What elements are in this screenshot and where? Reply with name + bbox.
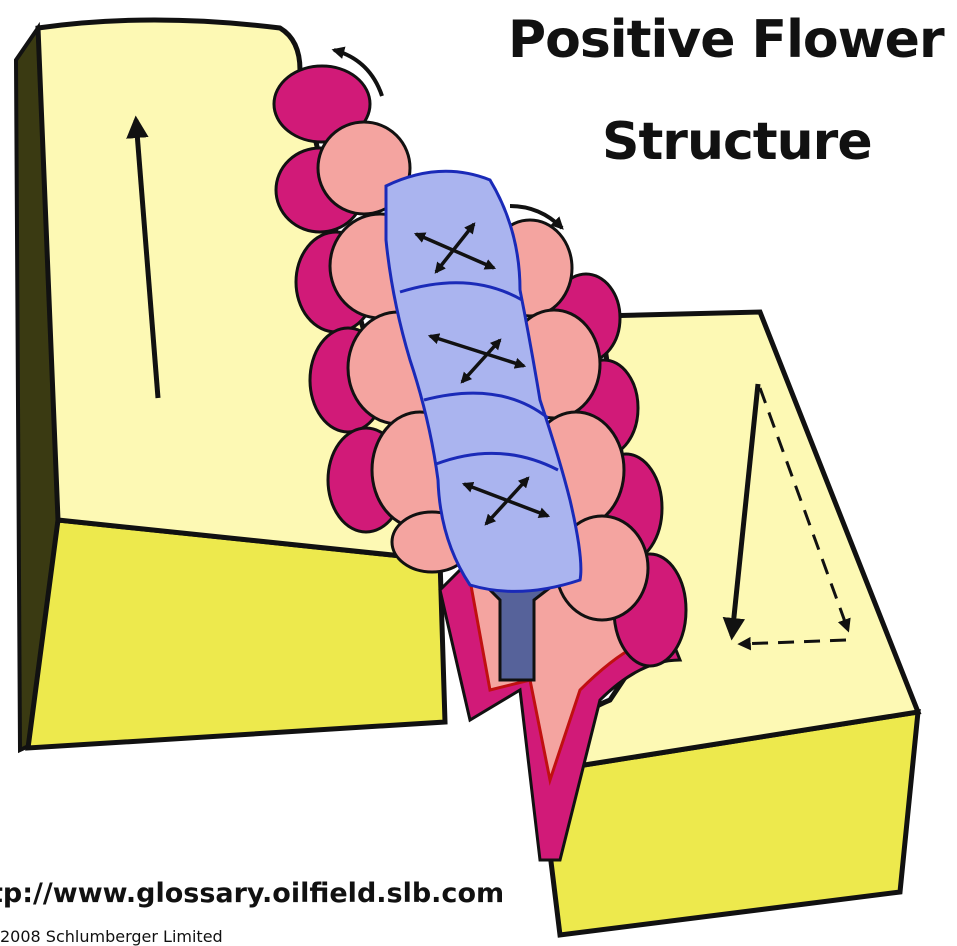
diagram-title-line-1: Positive Flower (508, 10, 944, 70)
copyright-notice: 2008 Schlumberger Limited (0, 928, 223, 945)
source-url: tp://www.glossary.oilfield.slb.com (0, 878, 504, 909)
diagram-title-line-2: Structure (602, 112, 872, 172)
